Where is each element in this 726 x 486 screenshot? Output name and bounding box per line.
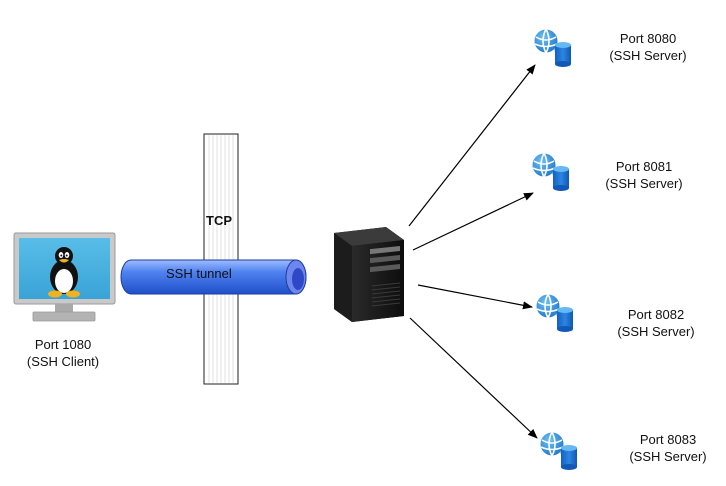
linux-monitor-icon [13, 232, 116, 322]
target-port: Port 8082 [627, 307, 685, 322]
client-role: (SSH Client) [26, 354, 100, 369]
arrow-to-port-8080 [408, 64, 536, 227]
arrow-to-port-8082 [417, 284, 533, 310]
target-port: Port 8083 [639, 432, 697, 447]
target-port: Port 8080 [619, 31, 677, 46]
target-label-8083: Port 8083 (SSH Server) [616, 431, 720, 465]
target-port: Port 8081 [615, 159, 673, 174]
web-database-icon [539, 431, 577, 470]
client-port: Port 1080 [34, 337, 92, 352]
target-role: (SSH Server) [629, 449, 707, 464]
web-database-icon [533, 28, 571, 67]
client-label: Port 1080 (SSH Client) [8, 336, 118, 370]
tcp-label: TCP [206, 213, 232, 228]
server-tower-icon [334, 227, 404, 322]
connection-arrows [408, 64, 538, 439]
target-role: (SSH Server) [609, 48, 687, 63]
ssh-tunnel-label: SSH tunnel [166, 266, 232, 281]
tcp-wall [203, 133, 239, 385]
target-role: (SSH Server) [617, 324, 695, 339]
arrow-to-port-8081 [412, 192, 534, 251]
target-role: (SSH Server) [605, 176, 683, 191]
target-label-8080: Port 8080 (SSH Server) [596, 30, 700, 64]
target-label-8082: Port 8082 (SSH Server) [604, 306, 708, 340]
web-database-icon [531, 152, 569, 191]
arrow-to-port-8083 [409, 317, 538, 439]
target-label-8081: Port 8081 (SSH Server) [592, 158, 696, 192]
web-database-icon [535, 293, 573, 332]
ssh-tunnel [120, 259, 307, 295]
